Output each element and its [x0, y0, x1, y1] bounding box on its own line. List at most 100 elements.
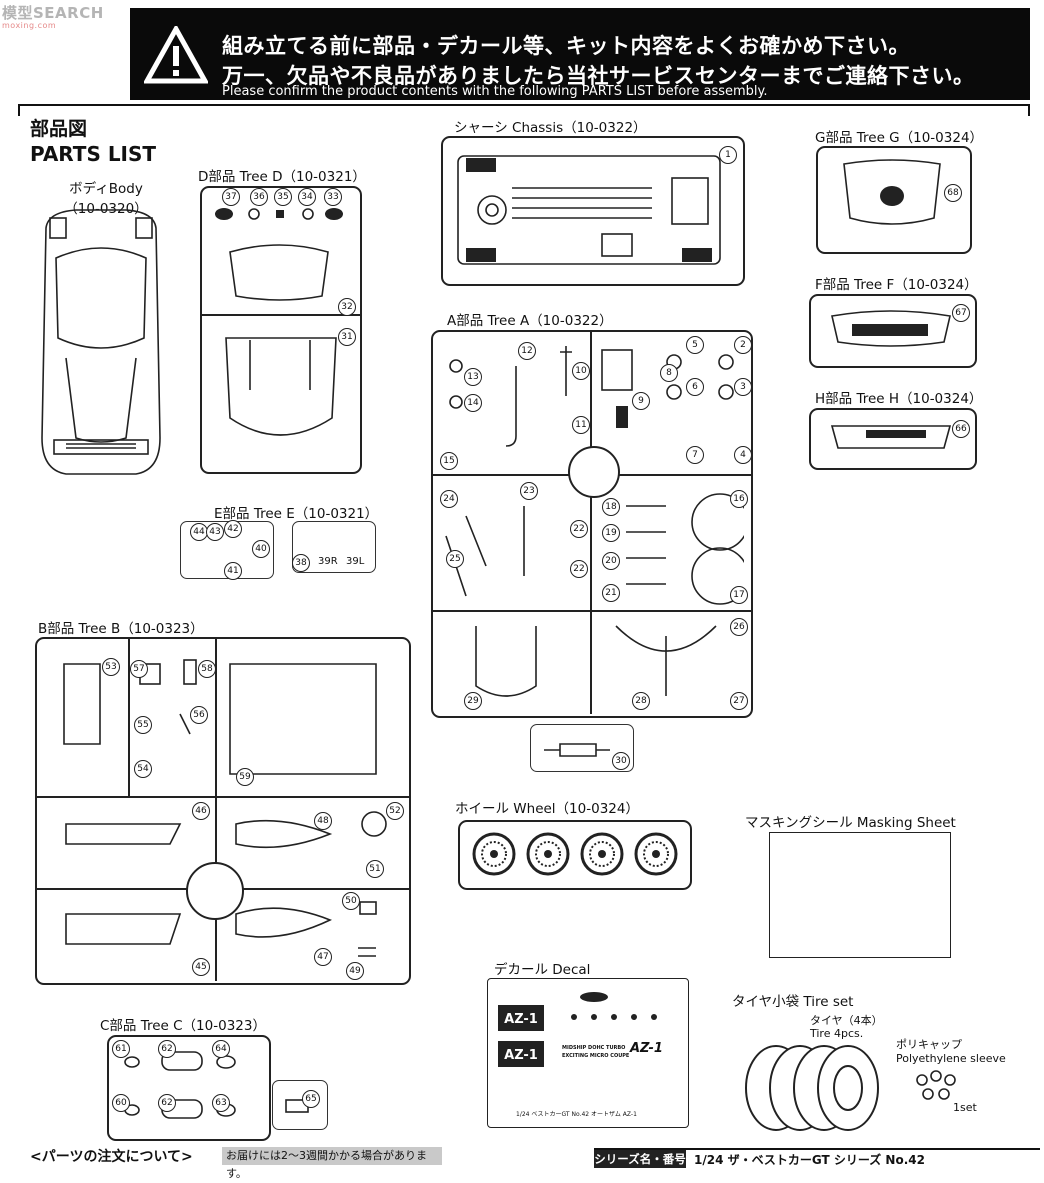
part-number: 50: [342, 892, 360, 910]
part-number: 53: [102, 658, 120, 676]
part-number: 32: [338, 298, 356, 316]
banner-line-3: Please confirm the product contents with…: [222, 84, 768, 99]
part-number: 36: [250, 188, 268, 206]
polycaps-drawing: [916, 1070, 956, 1100]
body-shell-drawing: [41, 209, 161, 475]
warning-triangle-icon: [144, 26, 208, 84]
part-number: 49: [346, 962, 364, 980]
part-number: 48: [314, 812, 332, 830]
part-number: 4: [734, 446, 752, 464]
part-number: 25: [446, 550, 464, 568]
part-number: 12: [518, 342, 536, 360]
parts-list-title-en: PARTS LIST: [30, 142, 157, 166]
tree-c-label: C部品 Tree C（10-0323）: [100, 1018, 266, 1034]
part-number: 42: [224, 520, 242, 538]
divider-left: [18, 104, 20, 116]
tree-b-divider-1: [35, 796, 409, 798]
chassis-drawing: [457, 155, 721, 265]
part-number: 65: [302, 1090, 320, 1108]
part-number: 58: [198, 660, 216, 678]
tree-d-parts: [215, 208, 343, 436]
tire-label-jp: タイヤ（4本）: [810, 1014, 883, 1027]
part-number: 18: [602, 498, 620, 516]
part-number: 20: [602, 552, 620, 570]
warning-banner: 組み立てる前に部品・デカール等、キット内容をよくお確かめ下さい。 万一、欠品や不…: [130, 8, 1030, 100]
series-key: シリーズ名・番号: [594, 1150, 686, 1168]
poly-label-jp: ポリキャップ: [896, 1038, 962, 1051]
tree-b-parts: [63, 659, 387, 957]
tree-c-parts: [124, 1051, 236, 1119]
decal-footer-text: 1/24 ベストカーGT No.42 オートザム AZ-1: [516, 1111, 637, 1118]
parts-list-title-jp: 部品図: [30, 118, 88, 140]
decal-copy-2: EXCITING MICRO COUPE: [562, 1053, 630, 1059]
muffler-part-drawing: [544, 743, 610, 757]
part-number: 62: [158, 1040, 176, 1058]
tree-g-part: [843, 159, 941, 225]
delivery-note: お届けには2～3週間かかる場合があります。: [222, 1147, 442, 1180]
divider-top: [18, 104, 1030, 106]
part-number: 54: [134, 760, 152, 778]
part-number: 19: [602, 524, 620, 542]
part-number: 24: [440, 490, 458, 508]
part-number: 60: [112, 1094, 130, 1112]
part-number: 46: [192, 802, 210, 820]
watermark-logo: 模型SEARCH moxing.com: [2, 4, 104, 30]
tire-label-en: Tire 4pcs.: [810, 1027, 864, 1040]
part-number: 28: [632, 692, 650, 710]
part-number: 14: [464, 394, 482, 412]
tree-f-label: F部品 Tree F（10-0324）: [815, 277, 978, 293]
wheels-drawing: [472, 832, 678, 876]
tree-g-label: G部品 Tree G（10-0324）: [815, 130, 984, 146]
part-number: 52: [386, 802, 404, 820]
part-number: 10: [572, 362, 590, 380]
part-number: 47: [314, 948, 332, 966]
part-number: 6: [686, 378, 704, 396]
part-number: 62: [158, 1094, 176, 1112]
decal-logo-2: AZ-1: [498, 1041, 544, 1067]
part-number: 63: [212, 1094, 230, 1112]
masking-sheet: [769, 832, 951, 958]
part-number: 34: [298, 188, 316, 206]
part-number: 30: [612, 752, 630, 770]
part-number: 45: [192, 958, 210, 976]
part-number: 29: [464, 692, 482, 710]
tree-a-label: A部品 Tree A（10-0322）: [447, 313, 613, 329]
part-number: 22: [570, 520, 588, 538]
part-number: 68: [944, 184, 962, 202]
part-number: 39L: [346, 556, 365, 567]
divider-right: [1028, 104, 1030, 116]
decal-sheet: AZ-1 AZ-1 MIDSHIP DOHC TURBO EXCITING MI…: [487, 978, 689, 1128]
decal-markings: [571, 992, 657, 1020]
part-number: 64: [212, 1040, 230, 1058]
series-value: 1/24 ザ・ベストカーGT シリーズ No.42: [694, 1153, 925, 1167]
tree-b-divider-v2: [128, 637, 130, 797]
part-number: 23: [520, 482, 538, 500]
part-number: 37: [222, 188, 240, 206]
poly-qty: 1set: [953, 1101, 977, 1114]
chassis-label: シャーシ Chassis（10-0322）: [454, 120, 647, 136]
part-number: 17: [730, 586, 748, 604]
tree-d-frame: [200, 186, 362, 474]
tree-a-runner-ring: [568, 446, 620, 498]
part-number: 38: [292, 554, 310, 572]
part-number: 56: [190, 706, 208, 724]
tree-e-label: E部品 Tree E（10-0321）: [214, 506, 379, 522]
part-number: 57: [130, 660, 148, 678]
part-number: 67: [952, 304, 970, 322]
decal-label: デカール Decal: [494, 962, 591, 978]
part-number: 33: [324, 188, 342, 206]
tree-b-label: B部品 Tree B（10-0323）: [38, 621, 204, 637]
parts-order-heading: <パーツの注文について>: [30, 1149, 193, 1165]
banner-line-2: 万一、欠品や不良品がありましたら当社サービスセンターまでご連絡下さい。: [222, 64, 975, 88]
body-label: ボディBody （10-0320）: [64, 181, 148, 217]
part-number: 8: [660, 364, 678, 382]
part-number: 22: [570, 560, 588, 578]
part-number: 13: [464, 368, 482, 386]
tree-h-frame: [809, 408, 977, 470]
tree-c-extra-frame: [272, 1080, 328, 1130]
decal-az1-script: AZ-1: [630, 1041, 663, 1056]
part-number: 66: [952, 420, 970, 438]
tires-drawing: [745, 1045, 879, 1131]
part-number: 61: [112, 1040, 130, 1058]
part-number: 16: [730, 490, 748, 508]
